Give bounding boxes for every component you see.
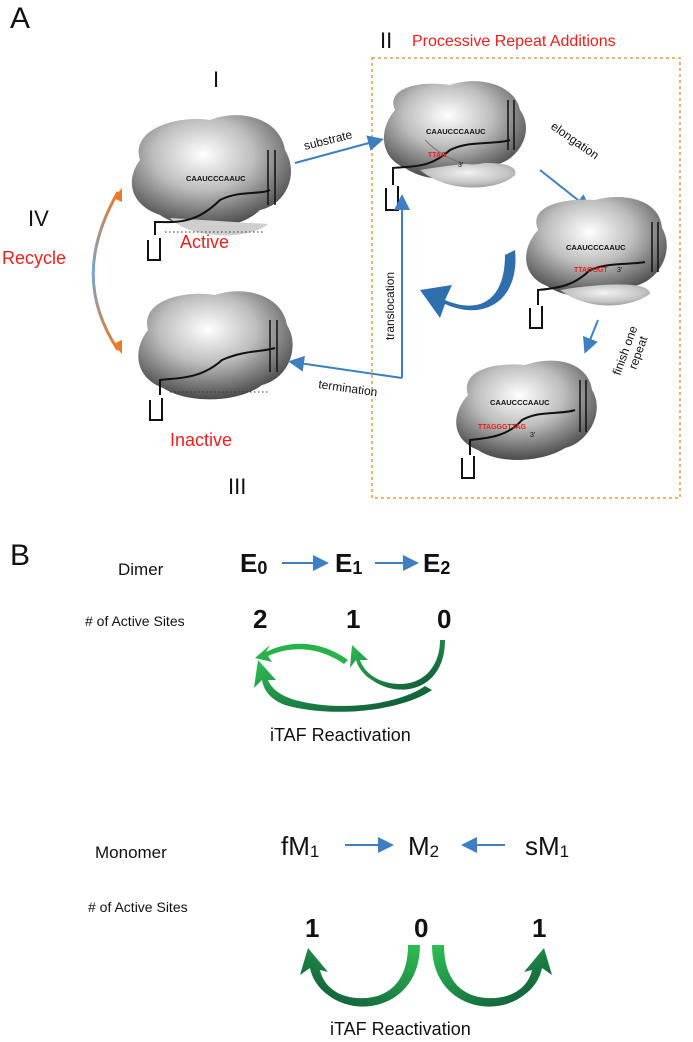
dna-product-3: TTAGGGTTAG bbox=[478, 424, 527, 431]
stage-iv-label: IV bbox=[28, 206, 49, 231]
rna-template-1: CAAUCCCAAUC bbox=[426, 127, 486, 136]
box-title: Processive Repeat Additions bbox=[412, 33, 616, 50]
rna-template-2: CAAUCCCAAUC bbox=[566, 243, 626, 252]
processive-cycle-arrow bbox=[420, 250, 516, 318]
recycle-label: Recycle bbox=[2, 248, 66, 268]
monomer-state-sm1: sM1 bbox=[525, 831, 569, 861]
recycle-arrowhead-bottom bbox=[113, 340, 122, 354]
recycle-arc bbox=[91, 191, 120, 351]
enzyme-elongation-3: CAAUCCCAAUC TTAGGGTTAG 3' bbox=[456, 360, 597, 479]
stage-iii-label: III bbox=[228, 474, 246, 499]
monomer-site-count-m2: 0 bbox=[414, 913, 428, 943]
enzyme-elongation-2: CAAUCCCAAUC TTAGGGT 3' bbox=[526, 197, 667, 329]
translocation-label: translocation bbox=[383, 272, 397, 340]
dimer-reactivation-label: iTAF Reactivation bbox=[270, 725, 411, 745]
elongation-label: elongation bbox=[548, 119, 601, 162]
dna-product-1: TTAG bbox=[428, 152, 447, 159]
termination-label: termination bbox=[318, 377, 379, 399]
three-prime-3: 3' bbox=[530, 432, 535, 439]
dimer-sites-label: # of Active Sites bbox=[85, 613, 185, 629]
substrate-arrow bbox=[294, 135, 384, 164]
dimer-state-e2: E2 bbox=[423, 548, 450, 578]
enzyme-inactive bbox=[138, 291, 293, 421]
rna-template-3: CAAUCCCAAUC bbox=[490, 398, 550, 407]
rna-template-active: CAAUCCCAAUC bbox=[186, 174, 246, 183]
panel-a-label: A bbox=[10, 2, 30, 35]
monomer-reactivation-label: iTAF Reactivation bbox=[330, 1019, 471, 1039]
monomer-state-m2: M2 bbox=[408, 831, 439, 861]
active-label: Active bbox=[180, 232, 229, 252]
reactivation-arc-e2-to-e1 bbox=[350, 640, 445, 690]
termination-arrow bbox=[288, 355, 403, 379]
dimer-state-e0: E0 bbox=[240, 548, 267, 578]
monomer-site-count-fm1: 1 bbox=[305, 913, 319, 943]
inactive-label: Inactive bbox=[170, 430, 232, 450]
reactivation-arc-m2-to-fm1 bbox=[300, 945, 420, 1007]
reactivation-arc-e1-to-e0 bbox=[255, 643, 348, 664]
dimer-label: Dimer bbox=[118, 560, 164, 579]
reactivation-arc-m2-to-sm1 bbox=[432, 945, 552, 1007]
enzyme-active: CAAUCCCAAUC bbox=[131, 115, 291, 261]
three-prime-1: 3' bbox=[458, 162, 463, 169]
monomer-sites-label: # of Active Sites bbox=[88, 899, 188, 915]
dna-product-2: TTAGGGT bbox=[574, 267, 608, 274]
enzyme-elongation-1: CAAUCCCAAUC TTAG 3' bbox=[383, 81, 526, 211]
dimer-state-e1: E1 bbox=[335, 548, 362, 578]
stage-ii-label: II bbox=[380, 28, 392, 53]
dimer-site-count-e1: 1 bbox=[346, 604, 360, 634]
monomer-label: Monomer bbox=[95, 843, 167, 862]
dimer-site-count-e2: 0 bbox=[437, 604, 451, 634]
dimer-site-count-e0: 2 bbox=[253, 604, 267, 634]
stage-i-label: I bbox=[213, 67, 219, 92]
panel-b-label: B bbox=[10, 539, 30, 572]
monomer-site-count-sm1: 1 bbox=[532, 913, 546, 943]
recycle-arrowhead-top bbox=[113, 188, 122, 202]
finish-repeat-arrow bbox=[583, 319, 599, 354]
three-prime-2: 3' bbox=[617, 267, 622, 274]
monomer-state-fm1: fM1 bbox=[281, 831, 319, 861]
processive-box bbox=[371, 57, 681, 499]
